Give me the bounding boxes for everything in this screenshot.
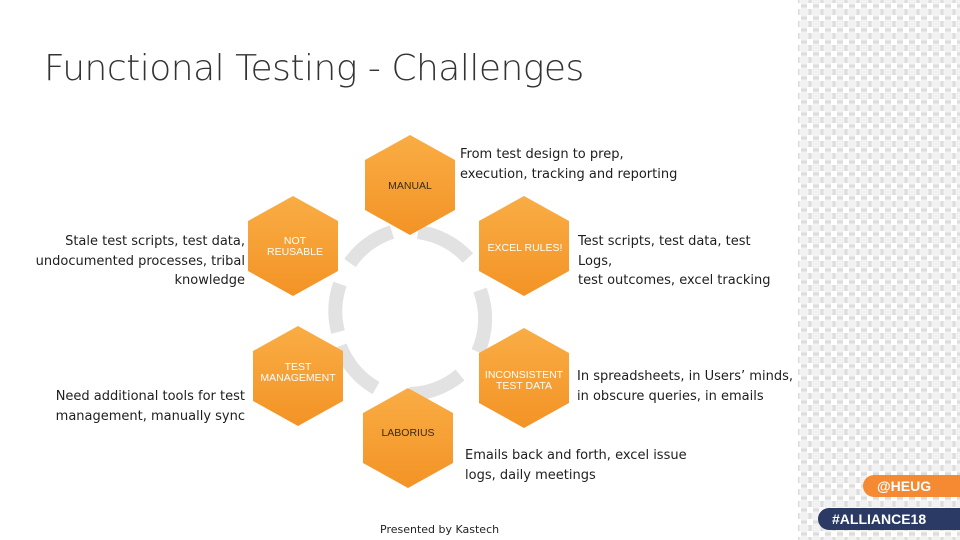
hex-manual	[365, 135, 455, 235]
hex-label-not-reusable: NOT REUSABLE	[255, 236, 335, 258]
hex-label-line: NOT	[283, 235, 307, 247]
ring-segment	[333, 343, 380, 395]
ring-segment	[416, 225, 474, 263]
hex-label-line: EXCEL RULES!	[487, 242, 563, 254]
hex-label-test-management: TEST MANAGEMENT	[250, 362, 346, 384]
note-line: test outcomes, excel tracking	[578, 273, 771, 288]
hex-label-line: LABORIUS	[381, 427, 435, 439]
note-line: in obscure queries, in emails	[577, 388, 764, 404]
hex-label-excel-rules: EXCEL RULES!	[480, 243, 570, 254]
heug-badge: @HEUG	[863, 475, 960, 497]
cycle-ring	[328, 225, 493, 401]
note-line: Emails back and forth, excel issue	[465, 448, 687, 463]
note-laborious: Emails back and forth, excel issue logs,…	[465, 446, 687, 485]
hex-inconsistent	[479, 328, 569, 428]
note-line: logs, daily meetings	[465, 467, 596, 483]
note-not-reusable: Stale test scripts, test data, undocumen…	[14, 232, 245, 291]
alliance-badge: #ALLIANCE18	[818, 508, 960, 530]
hex-label-line: MANAGEMENT	[260, 372, 336, 384]
hexagon-shape	[253, 326, 343, 426]
note-line: Stale test scripts, test data,	[65, 234, 245, 249]
note-inconsistent: In spreadsheets, in Users’ minds, in obs…	[577, 367, 793, 406]
note-line: execution, tracking and reporting	[460, 166, 678, 182]
ring-segment	[471, 287, 493, 355]
note-line: Test scripts, test data, test	[578, 234, 751, 249]
note-manual: From test design to prep, execution, tra…	[460, 145, 677, 184]
hex-label-laborious: LABORIUS	[368, 428, 448, 439]
hex-not-reusable	[248, 196, 338, 296]
note-line: Need additional tools for test	[55, 389, 245, 404]
note-line: undocumented processes, tribal	[35, 253, 245, 269]
note-line: Logs,	[578, 253, 613, 269]
hex-label-line: INCONSISTENT	[484, 369, 564, 381]
note-line: From test design to prep,	[460, 147, 624, 162]
hex-label-inconsistent: INCONSISTENT TEST DATA	[478, 370, 570, 392]
hex-label-line: TEST DATA	[495, 380, 552, 392]
ring-segment	[344, 225, 395, 268]
ring-segment	[409, 369, 465, 401]
hexagon-shape	[248, 196, 338, 296]
hexagon-shape	[479, 196, 569, 296]
hex-label-line: REUSABLE	[266, 246, 324, 258]
note-line: management, manually sync	[55, 408, 245, 424]
hexagon-shape	[363, 388, 453, 488]
note-line: In spreadsheets, in Users’ minds,	[577, 369, 793, 384]
decorative-lattice	[798, 0, 960, 540]
hex-excel-rules	[479, 196, 569, 296]
note-excel-rules: Test scripts, test data, test Logs, test…	[578, 232, 771, 291]
note-test-management: Need additional tools for test managemen…	[14, 387, 245, 426]
note-line: knowledge	[174, 273, 245, 288]
hex-label-line: MANUAL	[388, 180, 432, 192]
presenter-footer: Presented by Kastech	[380, 523, 500, 536]
hexagon-shape	[365, 135, 455, 235]
hex-test-management	[253, 326, 343, 426]
ring-segment	[328, 281, 347, 334]
hex-label-manual: MANUAL	[370, 181, 450, 192]
hexagon-shape	[479, 328, 569, 428]
hex-laborious	[363, 388, 453, 488]
slide-title: Functional Testing - Challenges	[44, 48, 584, 89]
hex-label-line: TEST	[284, 361, 312, 373]
